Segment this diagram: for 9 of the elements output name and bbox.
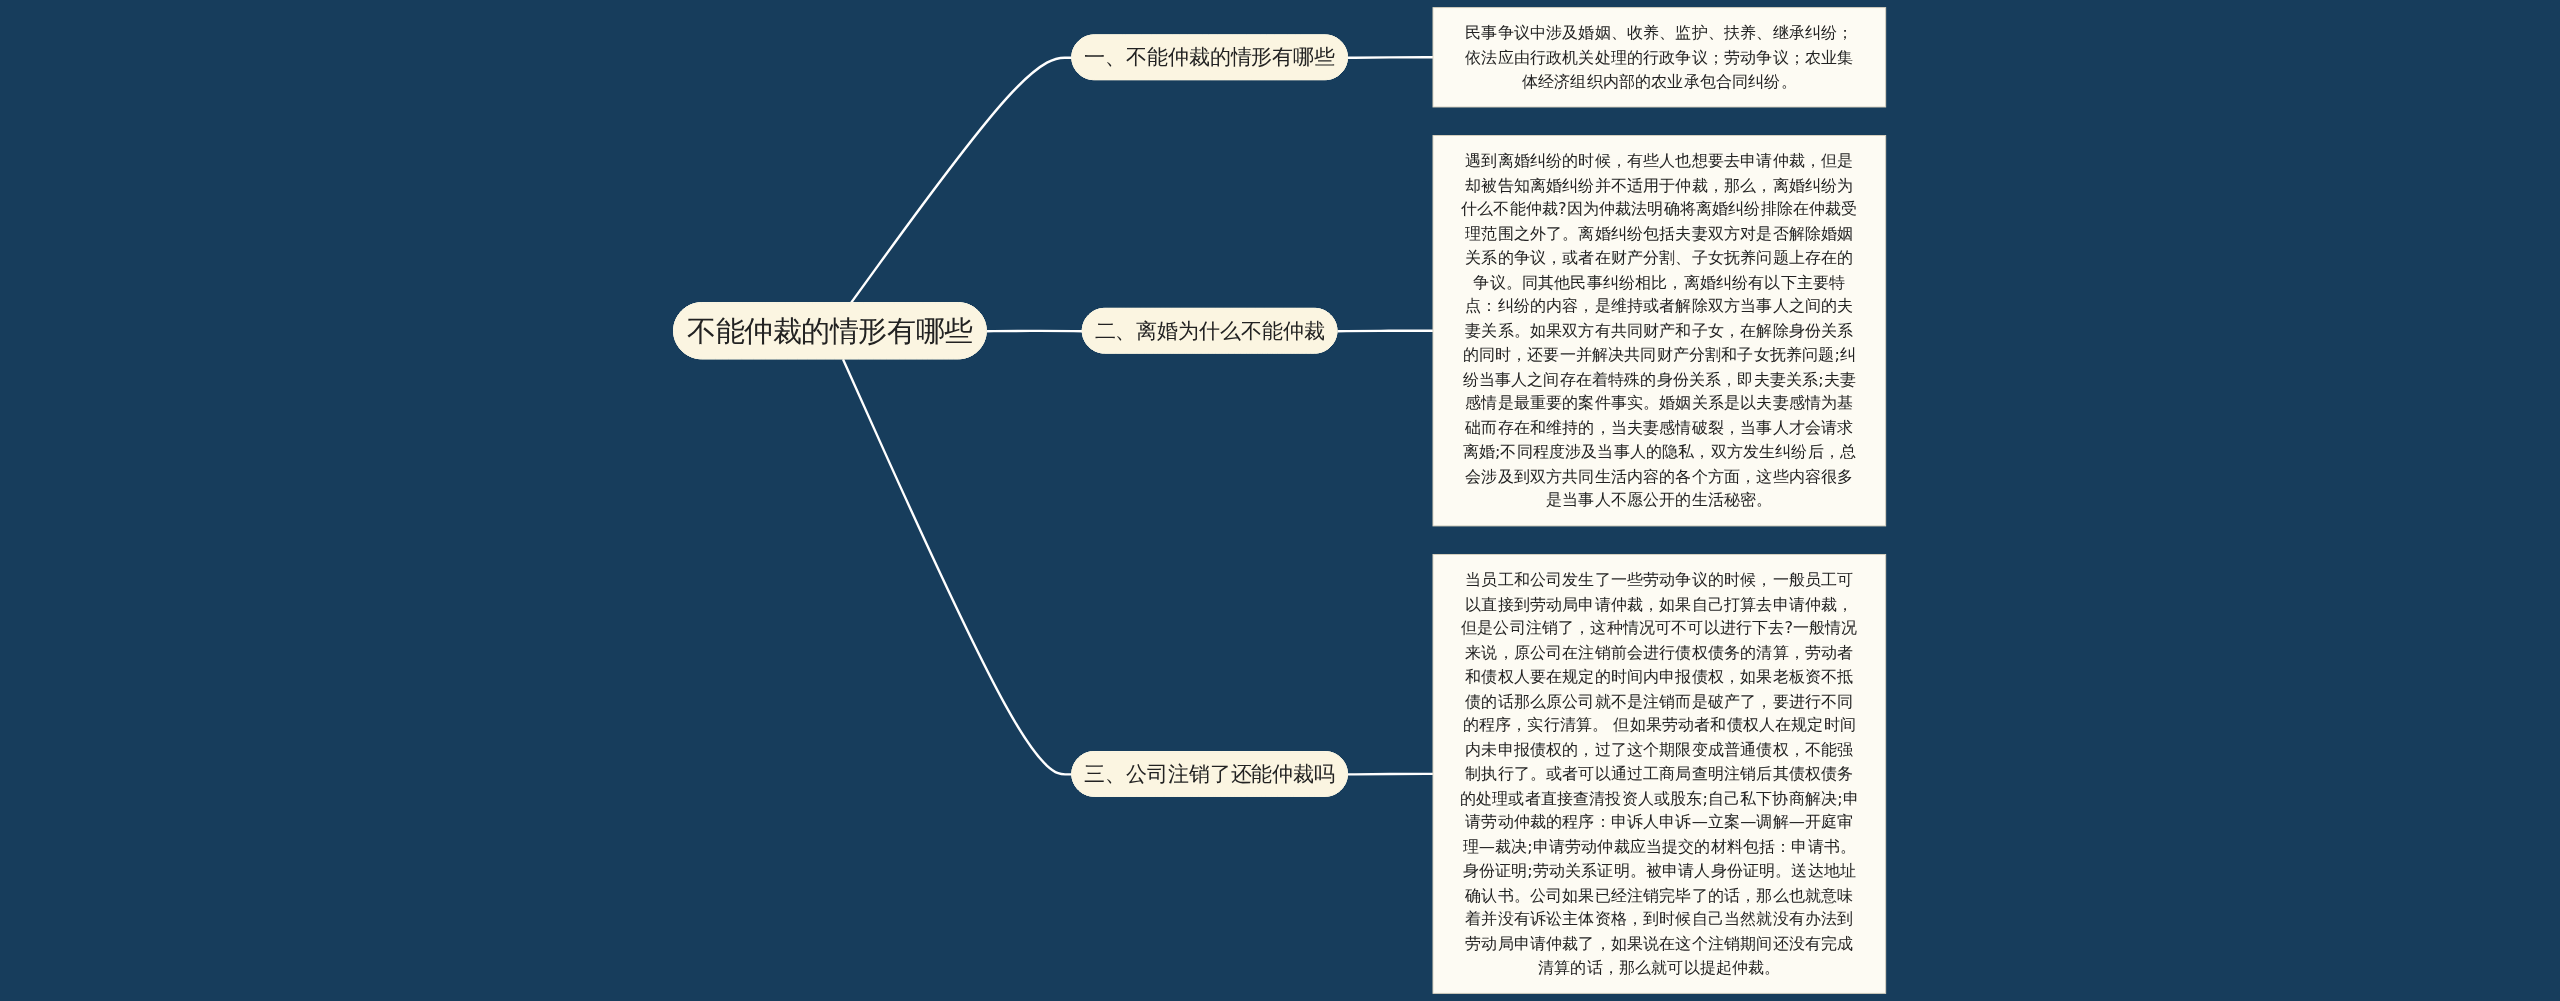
connector — [1337, 329, 1434, 333]
connector — [850, 56, 1073, 304]
node-box: 遇到离婚纠纷的时候，有些人也想要去申请仲裁，但是却被告知离婚纠纷并不适用于仲裁，那么，离婚纠纷为什么不能仲裁?因为仲裁法明确将离婚纠纷排除在仲裁受理范围之外了。离婚纠纷包括夫妻双方对是否解除婚姻关系的争议，或者在财产分割、子女抚养问题上存在的争议。同其他民事纠纷相比，离婚纠纷有以下主要特点：纠纷的内容，是维持或者解除双方当事人之间的夫妻关系。如果双方有共同财产和子女，在解除身份关系的同时，还要一并解决共同财产分割和子女抚养问题;纠纷当事人之间存在着特殊的身份关系，即夫妻关系;夫妻感情是最重要的案件事实。婚姻关系是以夫妻感情为基础而存在和维持的，当夫妻感情破裂，当事人才会请求离婚;不同程度涉及当事人的隐私，双方发生纠纷后，总会涉及到双方共同生活内容的各个方面，这些内容很多是当事人不愿公开的生活秘密。 — [1432, 135, 1887, 527]
connector — [987, 329, 1084, 333]
node-box: 当员工和公司发生了一些劳动争议的时候，一般员工可以直接到劳动局申请仲裁，如果自己打算去申请仲裁，但是公司注销了，这种情况可不可以进行下去?一般情况来说，原公司在注销前会进行债权债务的清算，劳动者和债权人要在规定的时间内申报债权，如果老板资不抵债的话那么原公司就不是注销而是破产了，要进行不同的程序，实行清算。 但如果劳动者和债权人在规定时间内未申报债权的，过了这个期限变成普通债权，不能强制执行了。或者可以通过工商局查明注销后其债权债务的处理或者直接查清投资人或股东;自己私下协商解决;申请劳动仲裁的程序：申诉人申诉—立案—调解—开庭审理—裁决;申请劳动仲裁应当提交的材料包括：申请书。身份证明;劳动关系证明。被申请人身份证明。送达地址确认书。公司如果已经注销完毕了的话，那么也就意味着并没有诉讼主体资格，到时候自己当然就没有办法到劳动局申请仲裁了，如果说在这个注销期间还没有完成清算的话，那么就可以提起仲裁。 — [1432, 554, 1887, 994]
connector — [1348, 56, 1434, 59]
connector — [1348, 772, 1434, 776]
connector — [842, 358, 1073, 776]
node-box: 民事争议中涉及婚姻、收养、监护、扶养、继承纠纷；依法应由行政机关处理的行政争议；劳动争议；农业集体经济组织内部的农业承包合同纠纷。 — [1432, 7, 1887, 108]
